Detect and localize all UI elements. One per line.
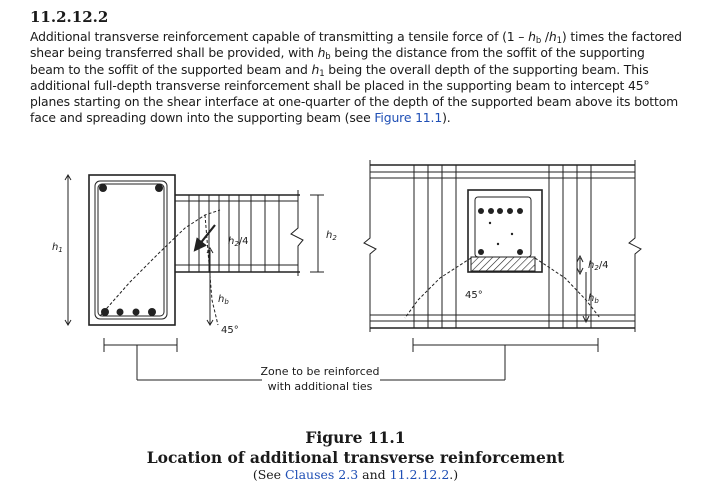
label-h1: h1	[52, 242, 63, 254]
clause-line-3: beam to the soffit of the supported beam…	[30, 61, 649, 79]
clause-number: 11.2.12.2	[30, 8, 109, 26]
left-section-drawing	[64, 174, 324, 381]
label-h2-quarter-right: h2/4	[588, 260, 609, 272]
dimension-labels: h1 h2 h2/4 hb 45° h2/4 hb 45°	[52, 230, 609, 336]
zone-note: Zone to be reinforced with additional ti…	[242, 364, 398, 394]
clause-line-6: face and spreading down into the support…	[30, 110, 451, 126]
rebar-dots-left	[99, 184, 163, 316]
label-h2: h2	[326, 230, 337, 242]
clause-2-3-link[interactable]: Clauses 2.3	[285, 467, 359, 482]
clause-11-2-12-2-link[interactable]: 11.2.12.2	[389, 467, 450, 482]
label-hb-right: hb	[588, 293, 599, 305]
stirrup-outline	[94, 180, 168, 320]
clause-line-5: planes starting on the shear interface a…	[30, 94, 679, 110]
zone-line-2: with additional ties	[267, 380, 373, 393]
figure-number: Figure 11.1	[305, 428, 406, 447]
label-hb-left: hb	[218, 294, 229, 306]
clause-line-4: additional full-depth transverse reinfor…	[30, 77, 650, 93]
clause-line-1: Additional transverse reinforcement capa…	[30, 29, 682, 46]
clause-line-2: shear being transferred shall be provide…	[30, 45, 645, 63]
label-angle-left: 45°	[221, 325, 239, 336]
figure-caption: Location of additional transverse reinfo…	[146, 448, 565, 467]
clause-text: Additional transverse reinforcement capa…	[30, 29, 682, 127]
right-section-drawing	[363, 160, 642, 381]
figure-see-note: (See Clauses 2.3 and 11.2.12.2.)	[252, 467, 459, 482]
supporting-beam-outline	[88, 174, 176, 326]
label-angle-right: 45°	[465, 290, 483, 301]
figure-link[interactable]: Figure 11.1	[374, 110, 443, 126]
zone-line-1: Zone to be reinforced	[260, 365, 380, 378]
rebar-dots-right	[478, 208, 523, 255]
label-h2-quarter-left: h2/4	[228, 236, 249, 248]
